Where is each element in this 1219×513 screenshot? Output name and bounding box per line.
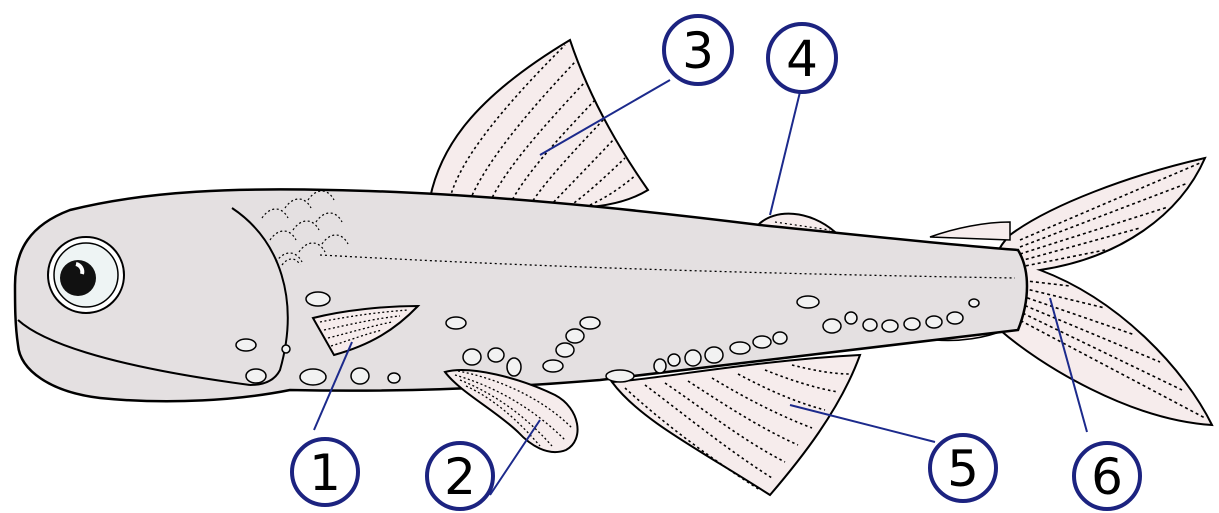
label-6: 6 (1074, 443, 1140, 509)
dorsal-fin (430, 40, 648, 208)
svg-text:2: 2 (444, 448, 476, 506)
leader-line-4 (770, 92, 800, 215)
svg-text:6: 6 (1091, 448, 1123, 506)
label-3: 3 (664, 16, 732, 84)
svg-text:5: 5 (947, 440, 979, 498)
svg-text:4: 4 (786, 30, 818, 88)
eye (48, 237, 124, 313)
label-5: 5 (930, 435, 996, 501)
svg-text:3: 3 (682, 22, 714, 80)
label-1: 1 (292, 439, 358, 505)
anal-fin (612, 355, 860, 495)
label-2: 2 (427, 443, 493, 509)
leader-line-2 (490, 420, 540, 495)
svg-text:1: 1 (309, 444, 341, 502)
label-4: 4 (768, 24, 836, 92)
